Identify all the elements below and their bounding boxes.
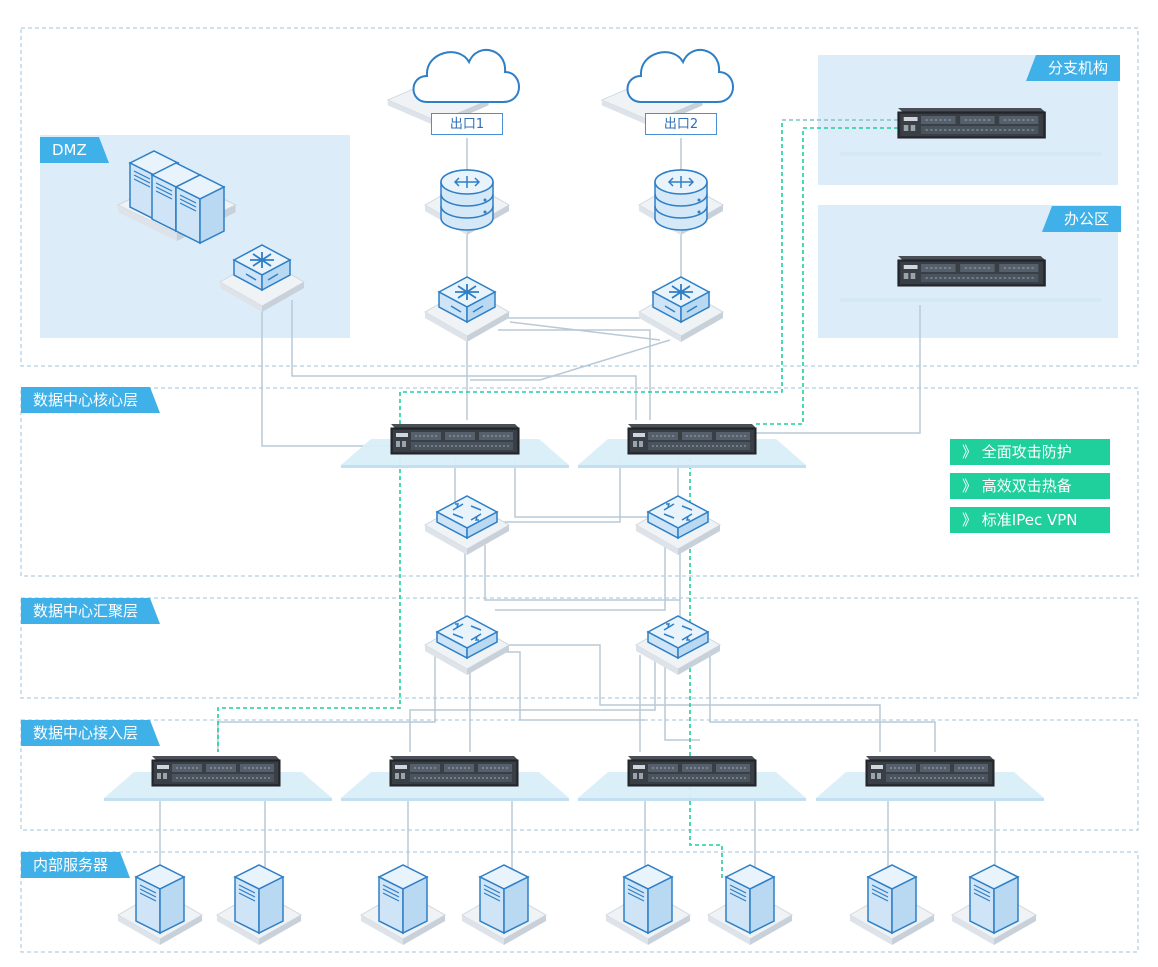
feature-text: 全面攻击防护 <box>981 443 1072 461</box>
server-icon <box>707 864 793 946</box>
server-icon <box>360 864 446 946</box>
exit-label-2: 出口2 <box>645 113 717 135</box>
dmz-label: DMZ <box>40 137 109 163</box>
cloud-icon <box>387 49 520 128</box>
server-zone-border <box>20 851 1139 953</box>
firewall-appliance-icon <box>627 423 757 455</box>
feature-attack-protection: 》 全面攻击防护 <box>950 439 1110 465</box>
server-icon <box>605 864 691 946</box>
cloud-icon <box>601 49 734 128</box>
feature-arrow: 》 <box>962 443 978 461</box>
feature-text: 高效双击热备 <box>981 477 1072 495</box>
top-zone-border <box>20 27 1139 367</box>
aggregation-layer-label: 数据中心汇聚层 <box>21 598 161 624</box>
feature-arrow: 》 <box>962 511 978 529</box>
firewall-appliance-icon <box>897 255 1046 287</box>
firewall-appliance-icon <box>151 755 281 787</box>
firewall-appliance-icon <box>897 107 1046 139</box>
firewall-appliance-icon <box>627 755 757 787</box>
firewall-appliance-icon <box>389 755 519 787</box>
feature-hot-standby: 》 高效双击热备 <box>950 473 1110 499</box>
feature-arrow: 》 <box>962 477 978 495</box>
office-label: 办公区 <box>1041 206 1122 232</box>
router-icon <box>654 169 708 231</box>
core-layer-label: 数据中心核心层 <box>21 387 161 413</box>
server-icon <box>461 864 547 946</box>
core-zone-border <box>20 387 1139 577</box>
server-layer-label: 内部服务器 <box>21 852 131 878</box>
server-icon <box>216 864 302 946</box>
exit-label-1: 出口1 <box>431 113 503 135</box>
branch-label: 分支机构 <box>1025 55 1121 81</box>
aggregation-zone-border <box>20 597 1139 699</box>
firewall-appliance-icon <box>865 755 995 787</box>
server-icon <box>117 864 203 946</box>
server-icon <box>951 864 1037 946</box>
feature-ipsec-vpn: 》 标准IPec VPN <box>950 507 1110 533</box>
firewall-appliance-icon <box>390 423 520 455</box>
access-zone-border <box>20 719 1139 831</box>
router-icon <box>440 169 494 231</box>
connection-lines <box>159 138 996 880</box>
server-icon <box>849 864 935 946</box>
feature-text: 标准IPec VPN <box>981 511 1078 529</box>
access-layer-label: 数据中心接入层 <box>21 720 161 746</box>
